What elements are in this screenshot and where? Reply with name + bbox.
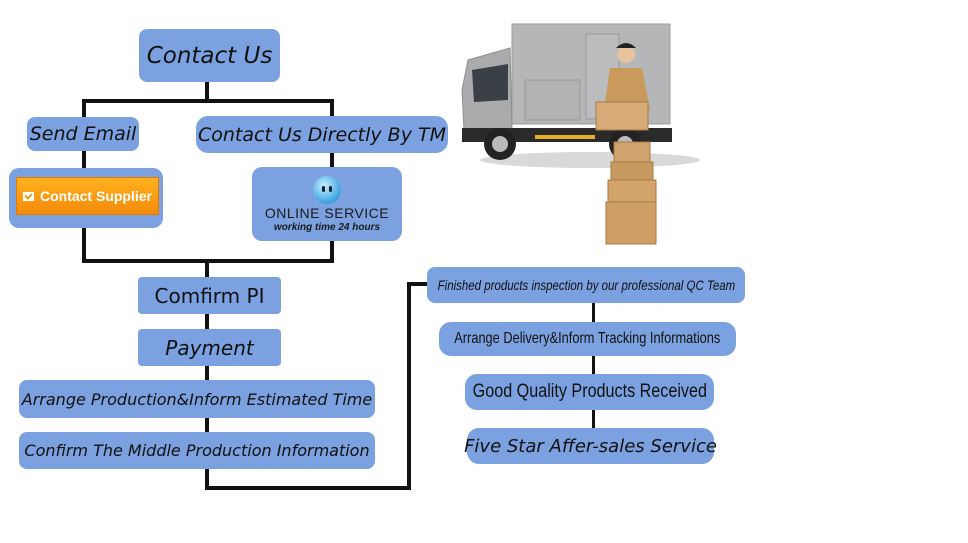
envelope-check-icon	[22, 191, 34, 201]
step-payment: Payment	[138, 329, 281, 366]
step-products-received: Good Quality Products Received	[465, 374, 714, 410]
online-service-title: ONLINE SERVICE	[264, 204, 390, 221]
contact-us-title: Contact Us	[146, 42, 273, 69]
step-after-sales: Five Star Affer-sales Service	[464, 428, 717, 464]
held-box	[595, 101, 649, 131]
box-3	[607, 179, 657, 203]
front-hub	[492, 136, 508, 152]
delivery-truck-illustration	[461, 23, 700, 245]
shadow	[480, 152, 700, 168]
connector-center-down	[205, 259, 209, 489]
courier-jacket	[604, 68, 650, 110]
step-confirm-pi-label: Comfirm PI	[154, 283, 265, 308]
connector-up	[407, 282, 411, 490]
courier-cap	[616, 43, 636, 48]
contact-directly-box: Contact Us Directly By TM	[196, 116, 448, 153]
contact-supplier-button[interactable]: Contact Supplier	[16, 177, 159, 215]
step-qc-inspection-label: Finished products inspection by our prof…	[437, 277, 735, 293]
step-qc-inspection: Finished products inspection by our prof…	[427, 267, 745, 303]
step-after-sales-label: Five Star Affer-sales Service	[464, 435, 717, 457]
step-confirm-pi: Comfirm PI	[138, 277, 281, 314]
step-payment-label: Payment	[165, 335, 254, 360]
step-arrange-production-label: Arrange Production&Inform Estimated Time	[21, 389, 373, 409]
box-2	[610, 161, 654, 181]
contact-directly-label: Contact Us Directly By TM	[198, 123, 446, 146]
chat-drop-icon	[313, 175, 341, 204]
step-products-received-label: Good Quality Products Received	[472, 381, 707, 402]
online-service-subtitle: working time 24 hours	[273, 221, 381, 233]
truck-stripe	[535, 135, 595, 139]
contact-supplier-label: Contact Supplier	[39, 188, 152, 204]
connector-right-steps	[592, 300, 595, 440]
truck-panel	[524, 79, 581, 121]
online-service-button[interactable]: ONLINE SERVICE working time 24 hours	[252, 167, 402, 241]
connector-to-qc	[407, 282, 429, 286]
step-arrange-production: Arrange Production&Inform Estimated Time	[19, 380, 375, 418]
step-confirm-middle: Confirm The Middle Production Informatio…	[19, 432, 375, 469]
truck-window	[472, 64, 508, 102]
step-confirm-middle-label: Confirm The Middle Production Informatio…	[24, 441, 370, 460]
connector-top-bar	[82, 99, 334, 103]
step-arrange-delivery-label: Arrange Delivery&Inform Tracking Informa…	[454, 330, 721, 347]
connector-title-down	[205, 80, 209, 102]
step-arrange-delivery: Arrange Delivery&Inform Tracking Informa…	[439, 322, 736, 356]
box-1	[613, 141, 651, 163]
connector-bottom-right	[205, 486, 411, 490]
courier-head	[617, 45, 635, 63]
contact-us-box: Contact Us	[139, 29, 280, 82]
box-4	[605, 201, 657, 245]
send-email-box: Send Email	[27, 117, 139, 151]
send-email-label: Send Email	[29, 123, 137, 145]
